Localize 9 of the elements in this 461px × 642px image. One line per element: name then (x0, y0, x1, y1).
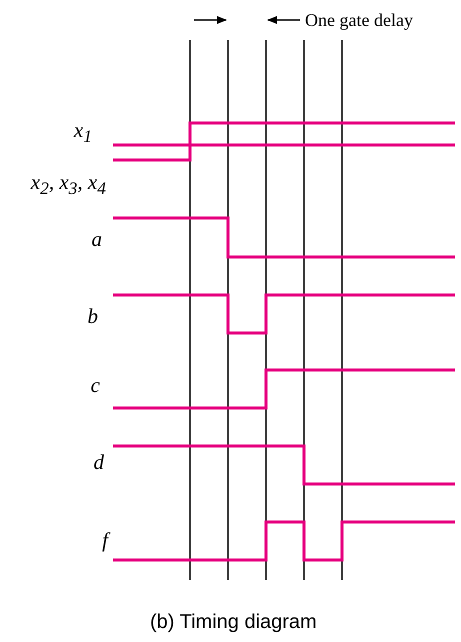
signal-label: f (102, 530, 108, 551)
signal-label: d (94, 452, 104, 473)
signal-label: a (92, 229, 102, 250)
signal-label: c (90, 375, 100, 396)
signal-label: x$_{1}$ (74, 120, 92, 146)
caption: (b) Timing diagram (150, 612, 317, 632)
signal-label: b (88, 306, 98, 327)
annotation: One gate delay (305, 11, 413, 29)
signal-label: x$_{2}$, x$_{3}$, x$_{4}$ (30, 172, 106, 198)
